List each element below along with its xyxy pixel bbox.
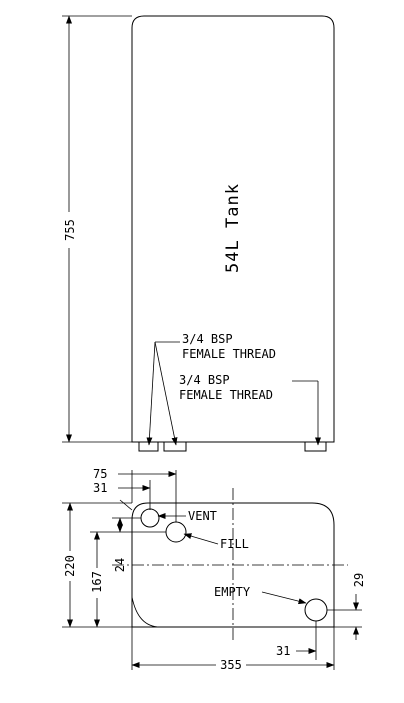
callout-left-leader-1: [146, 341, 156, 446]
dim-24-text: 24: [113, 558, 127, 572]
callout-left-line1: 3/4 BSP: [182, 332, 233, 346]
dim-top-left-lead: [119, 499, 133, 511]
vent-port: [138, 441, 159, 452]
tank-label: 54L Tank: [223, 183, 243, 273]
tank-outline: [131, 15, 335, 443]
dim-31-top-text: 31: [93, 481, 107, 495]
callout-left-line2: FEMALE THREAD: [182, 347, 276, 361]
fill-label: FILL: [220, 537, 249, 551]
dim-29-text: 29: [352, 573, 366, 587]
empty-label: EMPTY: [214, 585, 251, 599]
plan-view: VENT FILL EMPTY 75 31 220 167 24: [62, 467, 366, 672]
dim-167-text: 167: [90, 571, 104, 593]
callout-right-line1: 3/4 BSP: [179, 373, 230, 387]
fill-port: [163, 441, 187, 452]
empty-port-circle: [304, 598, 328, 622]
dim-75-text: 75: [93, 467, 107, 481]
elevation-view: 755 54L Tank 3/4 BSP FEMALE THREAD 3/4 B…: [60, 15, 335, 452]
dim-31-bottom-text: 31: [276, 644, 290, 658]
plan-outline: [131, 502, 335, 628]
empty-leader: [261, 591, 307, 605]
fill-leader: [183, 533, 219, 545]
empty-port: [304, 441, 327, 452]
plan-chamfer: [131, 596, 161, 628]
vent-port-circle: [140, 508, 160, 528]
dim-355-text: 355: [220, 658, 242, 672]
vent-label: VENT: [188, 509, 217, 523]
callout-right-line2: FEMALE THREAD: [179, 388, 273, 402]
dim-220-text: 220: [63, 555, 77, 577]
fill-port-circle: [165, 521, 187, 543]
callout-left-leader-2: [154, 341, 178, 446]
dim-755-text: 755: [63, 219, 77, 241]
